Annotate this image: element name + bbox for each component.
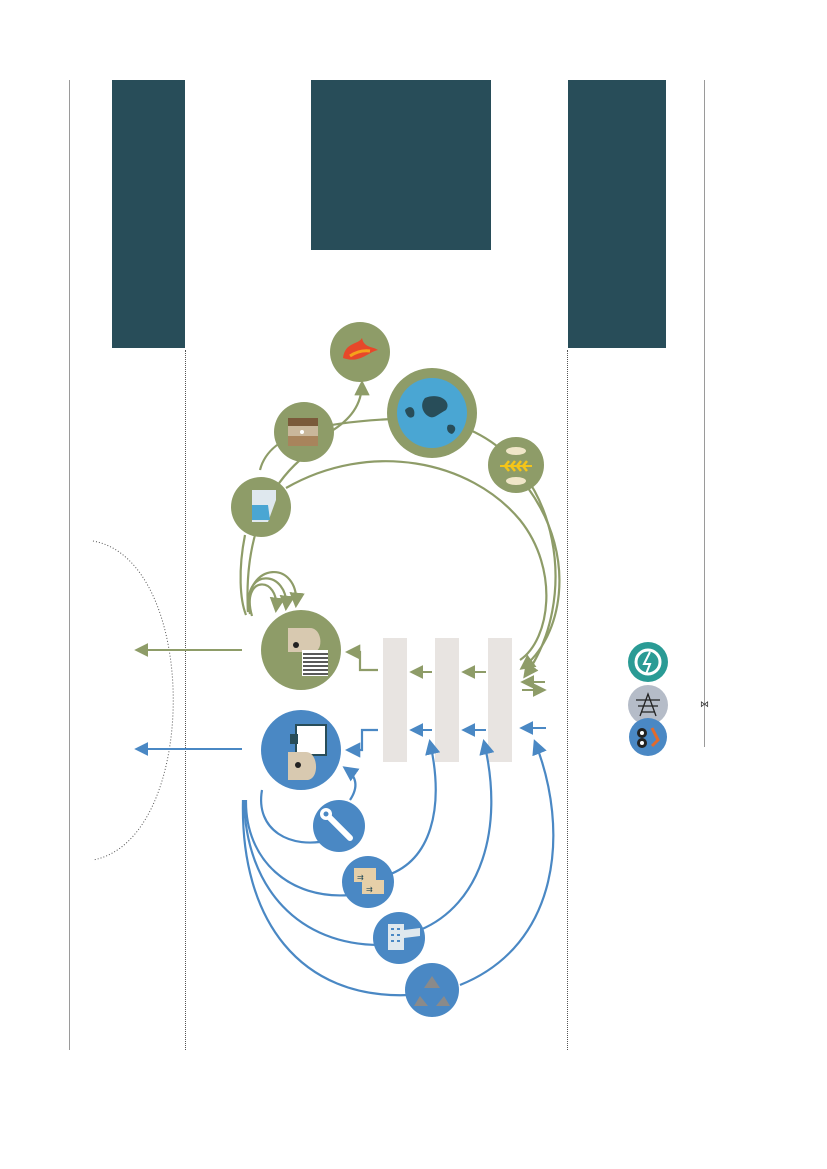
loop-factory-up	[419, 739, 495, 932]
loop-boxes	[244, 799, 351, 897]
system-boundary-arc	[92, 540, 174, 861]
renewable-energy-icon	[628, 642, 668, 682]
factory-remanufacture-icon	[373, 912, 425, 964]
left-margin-line	[69, 80, 70, 1050]
loop-fish-grain	[519, 487, 561, 670]
loop-boxes-up	[387, 738, 441, 877]
center-header-block	[311, 80, 491, 250]
right-margin-line	[704, 80, 705, 747]
small-loop-2	[247, 577, 295, 615]
loop-wrench	[260, 789, 331, 844]
mining-extraction-icon	[629, 718, 667, 756]
earth-globe-icon	[387, 368, 477, 458]
lab-flask-icon	[231, 477, 291, 537]
stage-bar-1	[383, 638, 407, 762]
small-loop-3	[248, 583, 286, 617]
svg-text:⇉: ⇉	[366, 885, 373, 894]
natural-stage-link	[344, 644, 378, 672]
left-column-divider	[185, 350, 186, 1050]
technosphere-user-icon	[261, 710, 341, 790]
loop-recycle-up	[459, 739, 555, 987]
right-header-block	[568, 80, 666, 348]
svg-text:⇉: ⇉	[357, 873, 364, 882]
fish-grain-icon	[488, 437, 544, 493]
loop-recycle	[241, 799, 411, 997]
soil-layers-icon	[274, 402, 334, 462]
loop-large-green	[285, 460, 548, 661]
power-pylon-icon	[628, 685, 668, 725]
recycle-icon	[405, 963, 459, 1017]
loop-flask	[239, 534, 248, 616]
left-header-block	[112, 80, 185, 348]
boxes-reuse-icon: ⇉ ⇉	[342, 856, 394, 908]
wrench-maintain-icon	[313, 800, 365, 852]
legend-mark: ⋈	[700, 699, 709, 709]
loop-wrench-up	[342, 766, 360, 801]
loop-factory	[242, 799, 381, 947]
biosphere-user-icon	[261, 610, 341, 690]
fire-energy-icon	[330, 322, 390, 382]
arrow-to-fire	[329, 379, 370, 433]
technical-stage-link	[344, 728, 378, 758]
right-column-divider	[567, 350, 568, 1050]
